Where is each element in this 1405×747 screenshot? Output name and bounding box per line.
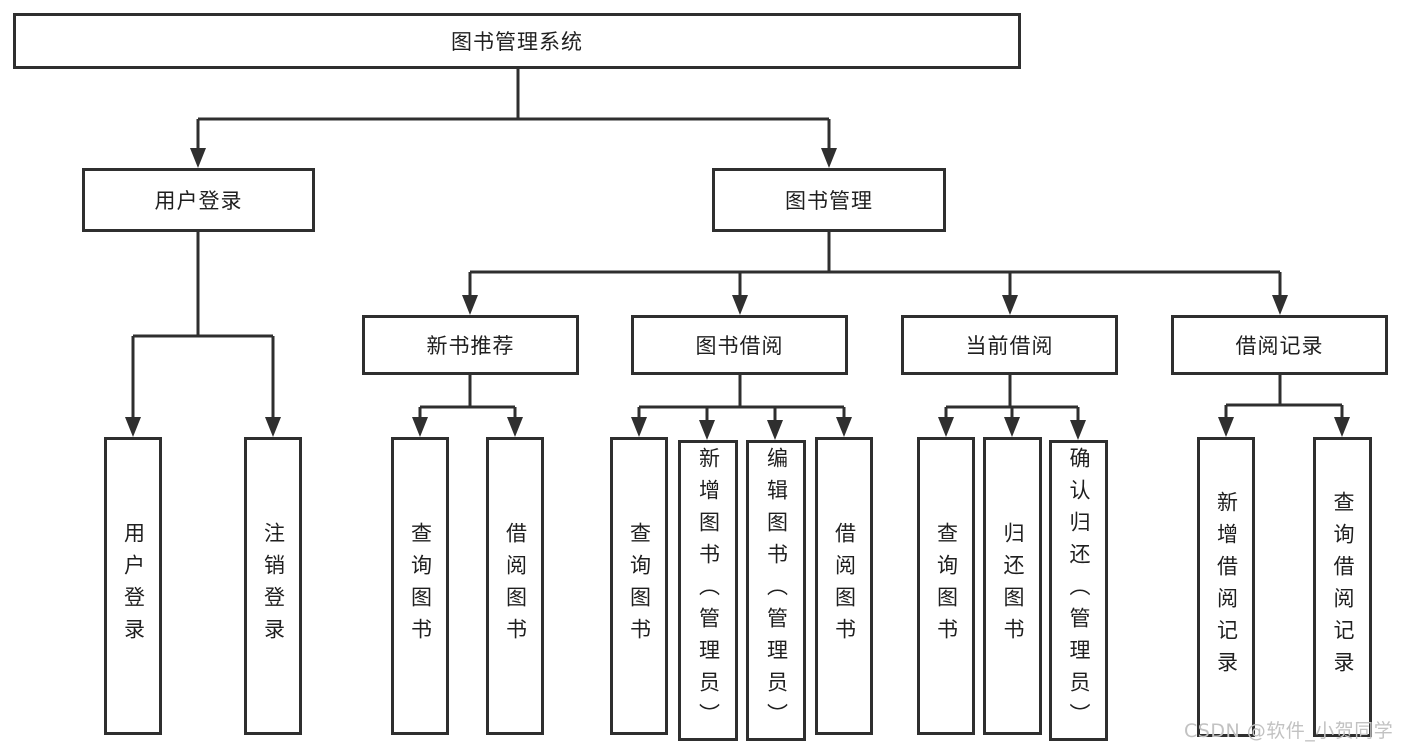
leaf-cb-return-books: 归还图书 xyxy=(983,437,1042,735)
node-current-borrow: 当前借阅 xyxy=(901,315,1118,375)
connector-book-management-to-sections xyxy=(468,232,1282,299)
node-root-label: 图书管理系统 xyxy=(451,30,583,54)
leaf-user-login: 用户登录 xyxy=(104,437,162,735)
leaf-bb-borrow-books-label: 借阅图书 xyxy=(832,522,857,650)
leaf-user-login-label: 用户登录 xyxy=(121,522,146,650)
leaf-nbr-query-books-label: 查询图书 xyxy=(408,522,433,650)
leaf-br-add-record: 新增借阅记录 xyxy=(1197,437,1255,737)
leaf-cb-query-books-label: 查询图书 xyxy=(934,522,959,650)
connector-current-borrow-to-leaves xyxy=(944,375,1080,424)
leaf-cb-return-books-label: 归还图书 xyxy=(1001,522,1025,650)
leaf-cb-confirm-return-admin-label: 确认归还（管理员） xyxy=(1067,446,1091,735)
connector-book-borrow-to-leaves xyxy=(637,375,846,424)
connector-borrow-records-to-leaves xyxy=(1224,375,1344,421)
leaf-nbr-borrow-books: 借阅图书 xyxy=(486,437,544,735)
leaf-bb-edit-books-admin-label: 编辑图书（管理员） xyxy=(764,446,789,735)
leaf-cb-confirm-return-admin: 确认归还（管理员） xyxy=(1049,440,1108,741)
leaf-bb-add-books-admin: 新增图书（管理员） xyxy=(678,440,738,741)
leaf-nbr-borrow-books-label: 借阅图书 xyxy=(503,522,528,650)
csdn-watermark: CSDN @软件_小贺同学 xyxy=(1184,720,1394,742)
leaf-bb-edit-books-admin: 编辑图书（管理员） xyxy=(746,440,806,741)
node-new-book-recommend: 新书推荐 xyxy=(362,315,579,375)
leaf-br-query-record-label: 查询借阅记录 xyxy=(1331,491,1355,683)
node-book-borrow-label: 图书借阅 xyxy=(695,334,784,358)
node-user-login: 用户登录 xyxy=(82,168,315,232)
leaf-logout: 注销登录 xyxy=(244,437,302,735)
connector-user-login-to-leaves xyxy=(131,232,275,421)
leaf-cb-query-books: 查询图书 xyxy=(917,437,975,735)
leaf-bb-query-books-label: 查询图书 xyxy=(627,522,652,650)
node-new-book-recommend-label: 新书推荐 xyxy=(426,334,515,358)
leaf-br-query-record: 查询借阅记录 xyxy=(1313,437,1372,737)
node-book-management: 图书管理 xyxy=(712,168,946,232)
leaf-bb-add-books-admin-label: 新增图书（管理员） xyxy=(696,446,721,735)
node-root-library-system: 图书管理系统 xyxy=(13,13,1021,69)
connector-new-book-recommend-to-leaves xyxy=(418,375,517,421)
node-current-borrow-label: 当前借阅 xyxy=(965,334,1054,358)
node-borrow-records: 借阅记录 xyxy=(1171,315,1388,375)
leaf-br-add-record-label: 新增借阅记录 xyxy=(1214,491,1239,683)
connector-root-to-branches xyxy=(196,67,831,152)
leaf-logout-label: 注销登录 xyxy=(261,522,286,650)
leaf-bb-borrow-books: 借阅图书 xyxy=(815,437,873,735)
node-book-management-label: 图书管理 xyxy=(785,189,873,213)
leaf-bb-query-books: 查询图书 xyxy=(610,437,668,735)
node-user-login-label: 用户登录 xyxy=(154,189,243,213)
node-borrow-records-label: 借阅记录 xyxy=(1235,334,1324,358)
leaf-nbr-query-books: 查询图书 xyxy=(391,437,449,735)
node-book-borrow: 图书借阅 xyxy=(631,315,848,375)
arrowheads xyxy=(125,148,1350,440)
